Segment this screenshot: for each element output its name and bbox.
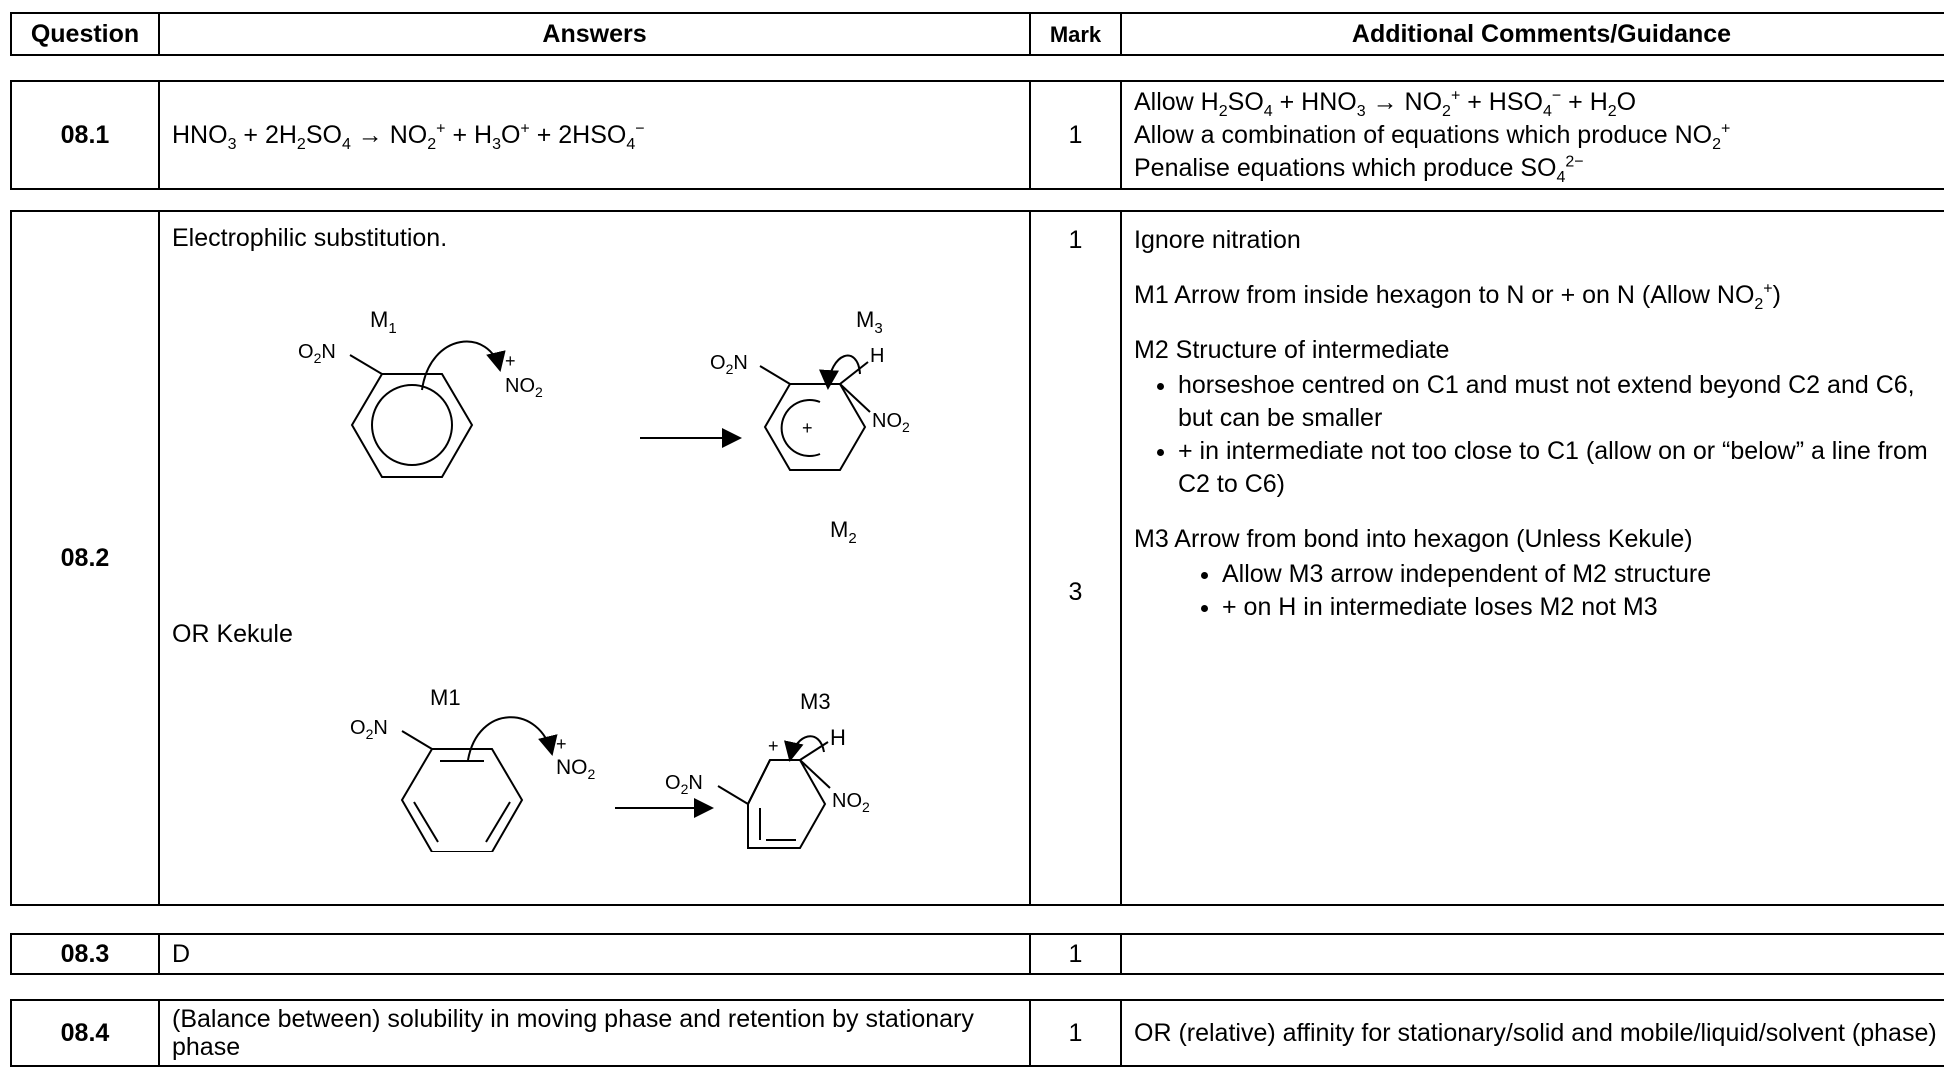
mark-value: 1: [1029, 999, 1122, 1067]
label-m1: M1: [370, 307, 397, 337]
bullet-list: Allow M3 arrow independent of M2 structu…: [1134, 558, 1944, 624]
mark-value: 1: [1029, 80, 1122, 190]
comment-line: Allow a combination of equations which p…: [1134, 120, 1731, 153]
plus-charge: +: [768, 736, 779, 756]
question-number: 08.1: [10, 80, 160, 190]
row-08-3: 08.3 D 1: [10, 933, 1944, 975]
o2n-group: O2N: [665, 772, 703, 797]
plus-charge: +: [802, 418, 813, 438]
horseshoe: [780, 399, 821, 457]
list-item: + in intermediate not too close to C1 (a…: [1178, 435, 1944, 501]
no2-group: NO2: [832, 790, 870, 815]
comment-line: Ignore nitration: [1134, 226, 1301, 254]
curly-arrow-k-m1: [467, 716, 558, 761]
mechanism-diagram: M1 M3 M2 O2N + NO2 O2N +: [172, 307, 910, 852]
list-item: + on H in intermediate loses M2 not M3: [1222, 591, 1944, 624]
mark-value: 1: [1029, 933, 1122, 975]
plus-charge: +: [505, 351, 516, 371]
list-item: Allow M3 arrow independent of M2 structu…: [1222, 558, 1944, 591]
question-number: 08.3: [10, 933, 160, 975]
comments-cell: Ignore nitration M1 Arrow from inside he…: [1120, 210, 1944, 906]
label-m3: M3: [856, 307, 883, 337]
o2n-group: O2N: [350, 717, 388, 742]
label-k-m1: M1: [430, 685, 461, 710]
comments-cell: [1120, 933, 1944, 975]
bullet-list: horseshoe centred on C1 and must not ext…: [1134, 369, 1944, 501]
comment-line: Penalise equations which produce SO42−: [1134, 153, 1584, 186]
mark-cell: 1 3: [1029, 210, 1122, 906]
no2-electrophile: NO2: [505, 375, 543, 400]
comment-line: M2 Structure of intermediate: [1134, 336, 1450, 364]
header-answers: Answers: [158, 12, 1031, 56]
no2-group: NO2: [872, 410, 910, 435]
no2-electrophile: NO2: [556, 756, 596, 782]
question-number: 08.2: [10, 210, 160, 906]
benzene-ring: [350, 373, 474, 478]
o2n-group: O2N: [710, 352, 748, 377]
answer-text: D: [158, 933, 1031, 975]
hydrogen-atom: H: [870, 345, 884, 367]
comment-line: M3 Arrow from bond into hexagon (Unless …: [1134, 525, 1693, 553]
label-m2: M2: [830, 517, 857, 547]
comment-line: Allow H2SO4 + HNO3 → NO2+ + HSO4− + H2O: [1134, 87, 1637, 120]
answer-text: (Balance between) solubility in moving p…: [158, 999, 1031, 1067]
row-08-1: 08.1 HNO3 + 2H2SO4 → NO2+ + H3O+ + 2HSO4…: [10, 80, 1944, 190]
label-k-m3: M3: [800, 689, 831, 714]
curly-arrow-m1: [421, 340, 506, 391]
alt-label: OR Kekule: [172, 620, 293, 648]
aromatic-circle: [371, 384, 453, 466]
row-08-4: 08.4 (Balance between) solubility in mov…: [10, 999, 1944, 1067]
answer-mechanism: Electrophilic substitution. M1 M3 M2 O2N…: [158, 210, 1031, 906]
curly-arrow-k-m3: [784, 735, 825, 762]
plus-charge: +: [556, 734, 567, 754]
curly-arrow-m3: [819, 354, 861, 390]
question-number: 08.4: [10, 999, 160, 1067]
header-table: Question Answers Mark Additional Comment…: [10, 12, 1944, 56]
header-question: Question: [10, 12, 160, 56]
comments-cell: Allow H2SO4 + HNO3 → NO2+ + HSO4− + H2O …: [1120, 80, 1944, 190]
mark-value: 3: [1068, 578, 1083, 606]
hydrogen-atom: H: [830, 725, 846, 750]
header-comments: Additional Comments/Guidance: [1120, 12, 1944, 56]
kekule-ring: [400, 748, 524, 852]
list-item: horseshoe centred on C1 and must not ext…: [1178, 369, 1944, 435]
mark-value: 1: [1068, 226, 1083, 254]
header-mark: Mark: [1029, 12, 1122, 56]
row-08-2: 08.2 Electrophilic substitution. M1 M3 M…: [10, 210, 1944, 906]
intermediate-ring: [763, 383, 867, 471]
o2n-group: O2N: [298, 341, 336, 366]
comments-cell: OR (relative) affinity for stationary/so…: [1120, 999, 1944, 1067]
comment-line: M1 Arrow from inside hexagon to N or + o…: [1134, 280, 1781, 313]
answer-equation: HNO3 + 2H2SO4 → NO2+ + H3O+ + 2HSO4−: [158, 80, 1031, 190]
mechanism-type: Electrophilic substitution.: [172, 224, 448, 252]
